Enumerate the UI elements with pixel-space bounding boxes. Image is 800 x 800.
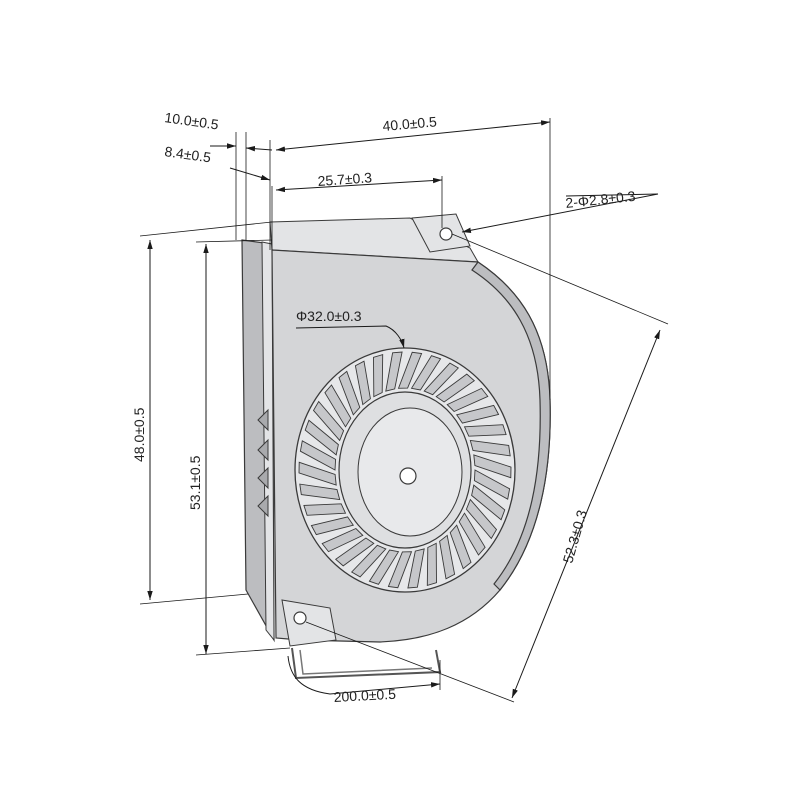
impeller-blade <box>304 419 339 456</box>
impeller-blade <box>334 537 375 567</box>
impeller-blade <box>338 370 361 416</box>
dim-line-lead-length <box>287 655 441 695</box>
mount-hole-top <box>439 227 453 241</box>
impeller-blade <box>397 351 423 389</box>
impeller-blade <box>473 454 512 479</box>
impeller-blade <box>455 404 500 424</box>
dim-line-impeller <box>295 325 405 349</box>
impeller-blade <box>471 484 506 521</box>
impeller-blade <box>469 439 511 457</box>
dimension-lines <box>147 120 661 699</box>
impeller-blade <box>473 469 511 500</box>
dimension-labels: 10.0±0.5 8.4±0.5 40.0±0.5 25.7±0.3 2-Φ2.… <box>131 109 636 705</box>
impeller-blade <box>368 549 400 585</box>
dim-line-mount-holes <box>461 193 659 233</box>
label-overall-width: 40.0±0.5 <box>382 113 438 134</box>
impeller-blade <box>373 353 384 398</box>
lead-wires <box>291 647 442 680</box>
impeller-blade <box>387 551 413 589</box>
impeller-blade <box>465 498 498 540</box>
dim-line-overall-width <box>275 120 551 152</box>
extension-lines <box>139 118 669 703</box>
label-hole-spacing: 52.3±0.3 <box>560 508 590 565</box>
label-lead-length: 200.0±0.5 <box>333 686 396 705</box>
label-top-inner: 8.4±0.5 <box>164 143 213 165</box>
impeller-blades <box>298 351 512 589</box>
label-mount-holes: 2-Φ2.8±0.3 <box>565 188 637 211</box>
dim-line-hole-spacing <box>511 329 661 699</box>
impeller-blade <box>299 440 337 471</box>
label-hole-offset: 25.7±0.3 <box>317 169 373 189</box>
impeller-blade <box>463 424 507 437</box>
side-vents <box>257 408 269 518</box>
impeller-blade <box>439 534 456 580</box>
impeller-blade <box>303 503 347 516</box>
label-top-width: 10.0±0.5 <box>164 109 220 132</box>
impeller-shaft <box>399 467 417 485</box>
impeller-blade <box>407 548 425 589</box>
impeller-blade <box>321 527 364 553</box>
fan-body <box>241 213 551 680</box>
impeller-blade <box>385 351 403 392</box>
impeller-blade <box>426 542 437 587</box>
impeller-blade <box>350 544 387 578</box>
impeller-blade <box>299 483 341 501</box>
impeller-blade <box>458 512 486 556</box>
impeller-blade <box>423 362 460 396</box>
impeller-blade <box>446 387 489 413</box>
impeller-blade <box>449 524 472 570</box>
dim-line-top-inner <box>229 167 271 181</box>
label-impeller-diameter: Φ32.0±0.3 <box>296 308 362 324</box>
impeller-blade <box>298 461 337 486</box>
dim-line-hole-offset <box>275 177 443 193</box>
impeller-blade <box>435 373 476 403</box>
impeller-blade <box>312 400 345 442</box>
label-height-inner: 48.0±0.5 <box>131 407 147 462</box>
impeller-blade <box>310 516 355 536</box>
label-height-overall: 53.1±0.5 <box>187 455 203 510</box>
impeller-blade <box>324 384 352 428</box>
mount-hole-bottom <box>293 611 307 625</box>
impeller-blade <box>410 355 442 391</box>
impeller-blade <box>354 360 371 406</box>
